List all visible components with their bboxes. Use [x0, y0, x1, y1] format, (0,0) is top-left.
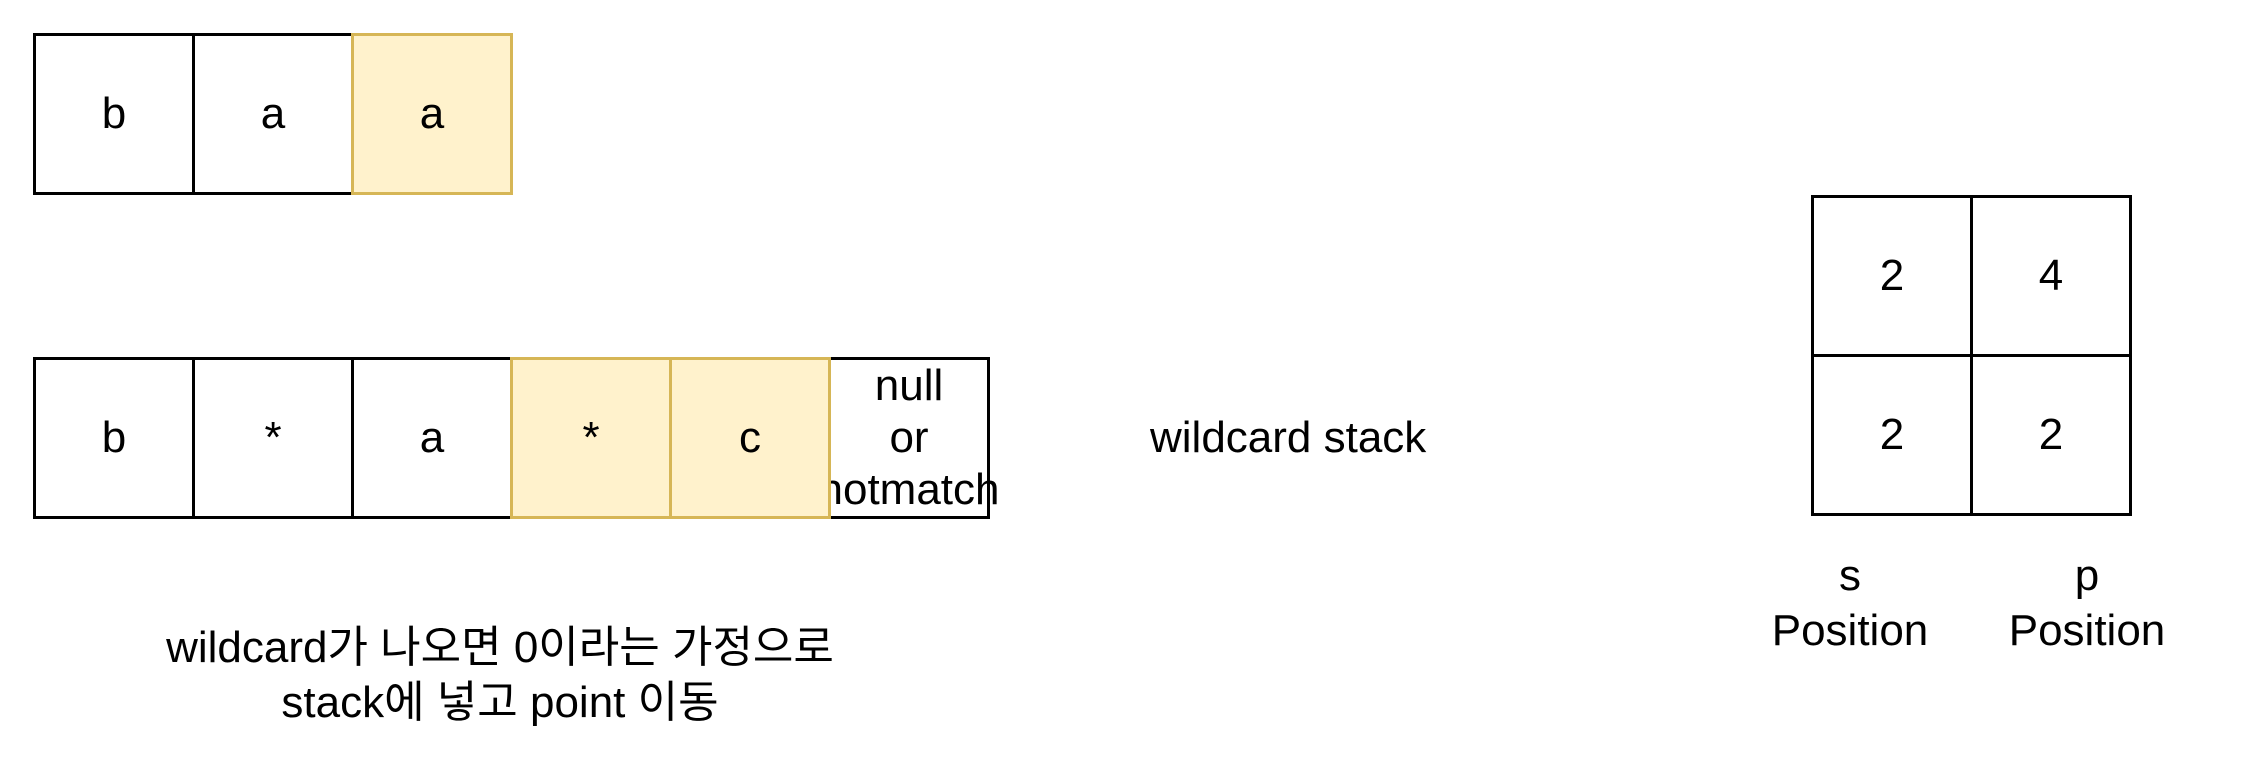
stack-cell-0-0: 2 [1811, 195, 1973, 357]
wildcard-stack-label: wildcard stack [1150, 413, 1427, 462]
stack-cell-1-1: 2 [1970, 354, 2132, 516]
stack-cell-1-0-text: 2 [1879, 409, 1905, 459]
pattern-cell-4: c [669, 357, 831, 519]
string-cell-0: b [33, 33, 195, 195]
pattern-cell-2: a [351, 357, 513, 519]
stack-cell-1-1-text: 2 [2038, 409, 2064, 459]
string-cell-1: a [192, 33, 354, 195]
string-row: b a a [33, 33, 513, 195]
pattern-cell-0: b [33, 357, 195, 519]
string-cell-2-text: a [419, 88, 445, 138]
string-cell-0-text: b [101, 88, 127, 138]
pattern-cell-2-text: a [419, 412, 445, 462]
stack-cell-1-0: 2 [1811, 354, 1973, 516]
pattern-cell-4-text: c [739, 412, 761, 462]
pattern-cell-0-text: b [101, 412, 127, 462]
wildcard-stack-grid: 2 4 2 2 [1811, 195, 2135, 519]
string-cell-1-text: a [260, 88, 286, 138]
stack-cell-0-1-text: 4 [2038, 250, 2064, 300]
pattern-cell-1-text: * [264, 412, 282, 462]
string-cell-2: a [351, 33, 513, 195]
pattern-cell-3-text: * [582, 412, 600, 462]
stack-cell-0-0-text: 2 [1879, 250, 1905, 300]
stack-cell-0-1: 4 [1970, 195, 2132, 357]
pattern-cell-3: * [510, 357, 672, 519]
pattern-cell-1: * [192, 357, 354, 519]
